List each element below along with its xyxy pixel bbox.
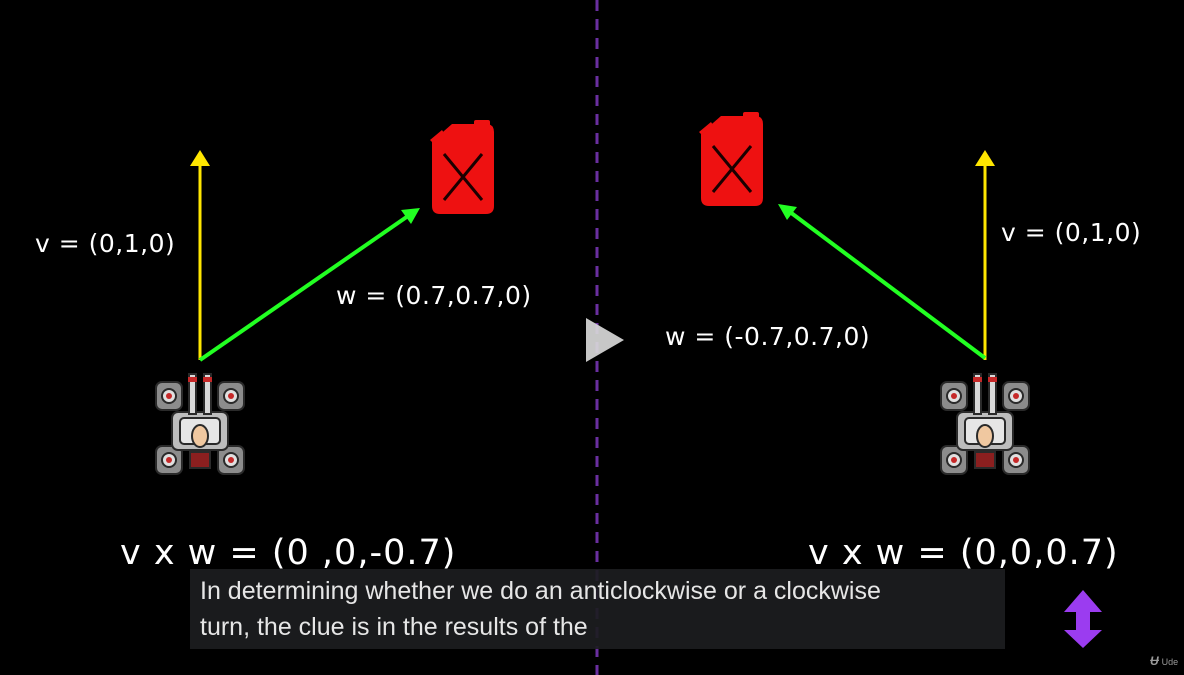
double-up-arrow-icon (1064, 590, 1102, 648)
play-icon (586, 318, 624, 362)
right-w-vector (778, 204, 987, 360)
right-fuel-can-icon (697, 110, 765, 208)
left-fuel-can-icon (428, 118, 496, 216)
right-tank-icon (940, 373, 1030, 475)
caption-line-1: In determining whether we do an anticloc… (200, 577, 881, 605)
right-cross-product-result: v x w = (0,0,0.7) (808, 533, 1119, 573)
right-w-label: w = (-0.7,0.7,0) (665, 322, 871, 351)
caption-line-2: turn, the clue is in the results of the (200, 613, 588, 641)
udemy-logo-icon: Ʉ (1150, 654, 1159, 668)
left-v-label: v = (0,1,0) (35, 229, 176, 258)
right-v-vector (975, 150, 995, 360)
watermark-text: Ude (1161, 657, 1179, 667)
play-button[interactable] (576, 310, 636, 370)
left-cross-product-result: v x w = (0 ,0,-0.7) (120, 533, 457, 573)
left-v-vector (190, 150, 210, 360)
left-w-vector (198, 208, 420, 362)
right-v-label: v = (0,1,0) (1001, 218, 1142, 247)
subtitle-caption: In determining whether we do an anticloc… (190, 569, 1005, 649)
left-w-label: w = (0.7,0.7,0) (336, 281, 532, 310)
left-tank-icon (155, 373, 245, 475)
